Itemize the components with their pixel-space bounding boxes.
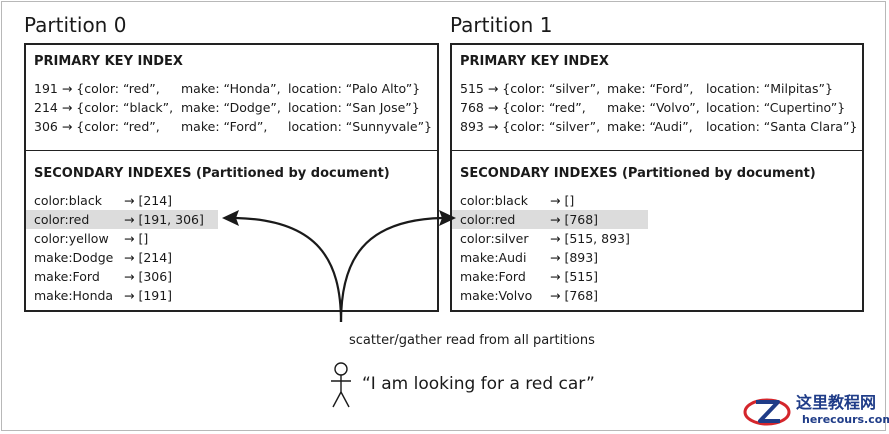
partition-1-title: Partition 1 bbox=[450, 13, 553, 37]
primary-row-key: 306 → {color: “red”, bbox=[34, 119, 160, 134]
secondary-row-postings: → [515, 893] bbox=[550, 231, 630, 246]
partition-0-separator bbox=[26, 150, 437, 151]
partition-1-primary-title: PRIMARY KEY INDEX bbox=[460, 54, 609, 69]
secondary-row: color:black → [] bbox=[452, 191, 648, 210]
partition-0-secondary-title: SECONDARY INDEXES (Partitioned by docume… bbox=[34, 166, 390, 181]
partition-1-secondary-title: SECONDARY INDEXES (Partitioned by docume… bbox=[460, 166, 816, 181]
primary-row-location: location: “Cupertino”} bbox=[706, 100, 846, 115]
secondary-row-term: make:Ford bbox=[34, 269, 100, 284]
secondary-row-term: color:black bbox=[34, 193, 102, 208]
secondary-row-term: make:Honda bbox=[34, 288, 114, 303]
secondary-row-postings: → [515] bbox=[550, 269, 599, 284]
primary-row-make: make: “Ford”, bbox=[607, 81, 694, 96]
primary-row-key: 214 → {color: “black”, bbox=[34, 100, 174, 115]
secondary-row-postings: → [191] bbox=[124, 288, 173, 303]
partition-0-primary-title: PRIMARY KEY INDEX bbox=[34, 54, 183, 69]
secondary-row: make:Honda → [191] bbox=[26, 286, 218, 305]
primary-row-make: make: “Volvo”, bbox=[607, 100, 700, 115]
arrowhead-left-icon bbox=[222, 210, 239, 226]
primary-row-key: 893 → {color: “silver”, bbox=[460, 119, 601, 134]
primary-row-make: make: “Audi”, bbox=[607, 119, 693, 134]
secondary-row-term: make:Dodge bbox=[34, 250, 114, 265]
arrow-to-partition-0 bbox=[235, 216, 343, 323]
secondary-row: make:Audi → [893] bbox=[452, 248, 648, 267]
secondary-row: make:Ford → [306] bbox=[26, 267, 218, 286]
z-logo-icon bbox=[743, 398, 791, 426]
watermark-logo: 这里教程网 herecours.com bbox=[742, 392, 889, 430]
secondary-row-postings: → [306] bbox=[124, 269, 173, 284]
secondary-row: make:Ford → [515] bbox=[452, 267, 648, 286]
secondary-row-term: make:Audi bbox=[460, 250, 527, 265]
stick-figure-icon bbox=[331, 362, 351, 408]
secondary-row: color:black → [214] bbox=[26, 191, 218, 210]
watermark-name: 这里教程网 bbox=[796, 393, 877, 412]
primary-row-make: make: “Honda”, bbox=[181, 81, 281, 96]
primary-row-location: location: “Santa Clara”} bbox=[706, 119, 858, 134]
secondary-row-postings: → [] bbox=[550, 193, 575, 208]
primary-row-make: make: “Dodge”, bbox=[181, 100, 281, 115]
partition-0-box: PRIMARY KEY INDEX 191 → {color: “red”, m… bbox=[24, 43, 439, 312]
primary-row-key: 768 → {color: “red”, bbox=[460, 100, 586, 115]
primary-row-key: 191 → {color: “red”, bbox=[34, 81, 160, 96]
secondary-row-postings: → [768] bbox=[550, 288, 599, 303]
arrowhead-right-icon bbox=[439, 210, 456, 226]
secondary-row-highlighted: color:red → [191, 306] bbox=[26, 210, 218, 229]
secondary-row-term: color:red bbox=[460, 212, 516, 227]
user-query-quote: “I am looking for a red car” bbox=[362, 374, 595, 394]
secondary-row-term: color:silver bbox=[460, 231, 529, 246]
partition-0-title: Partition 0 bbox=[24, 13, 127, 37]
primary-row-make: make: “Ford”, bbox=[181, 119, 268, 134]
secondary-row-term: color:black bbox=[460, 193, 528, 208]
secondary-row-postings: → [768] bbox=[550, 212, 599, 227]
secondary-row-term: make:Volvo bbox=[460, 288, 533, 303]
primary-row-location: location: “San Jose”} bbox=[288, 100, 420, 115]
primary-row-location: location: “Sunnyvale”} bbox=[288, 119, 433, 134]
secondary-row-term: make:Ford bbox=[460, 269, 526, 284]
primary-row-location: location: “Palo Alto”} bbox=[288, 81, 421, 96]
secondary-row-term: color:red bbox=[34, 212, 90, 227]
secondary-row-postings: → [214] bbox=[124, 250, 173, 265]
secondary-row-highlighted: color:red → [768] bbox=[452, 210, 648, 229]
secondary-row-term: color:yellow bbox=[34, 231, 109, 246]
secondary-row-postings: → [214] bbox=[124, 193, 173, 208]
partition-1-separator bbox=[452, 150, 862, 151]
secondary-row: color:silver → [515, 893] bbox=[452, 229, 648, 248]
secondary-row-postings: → [191, 306] bbox=[124, 212, 204, 227]
partition-1-box: PRIMARY KEY INDEX 515 → {color: “silver”… bbox=[450, 43, 864, 312]
scatter-gather-caption: scatter/gather read from all partitions bbox=[349, 333, 595, 348]
secondary-row: make:Dodge → [214] bbox=[26, 248, 218, 267]
primary-row-key: 515 → {color: “silver”, bbox=[460, 81, 601, 96]
arrow-to-partition-1 bbox=[339, 216, 443, 323]
secondary-row-postings: → [893] bbox=[550, 250, 599, 265]
secondary-row-postings: → [] bbox=[124, 231, 149, 246]
secondary-row: color:yellow → [] bbox=[26, 229, 218, 248]
watermark-url: herecours.com bbox=[802, 413, 889, 426]
secondary-row: make:Volvo → [768] bbox=[452, 286, 648, 305]
primary-row-location: location: “Milpitas”} bbox=[706, 81, 833, 96]
